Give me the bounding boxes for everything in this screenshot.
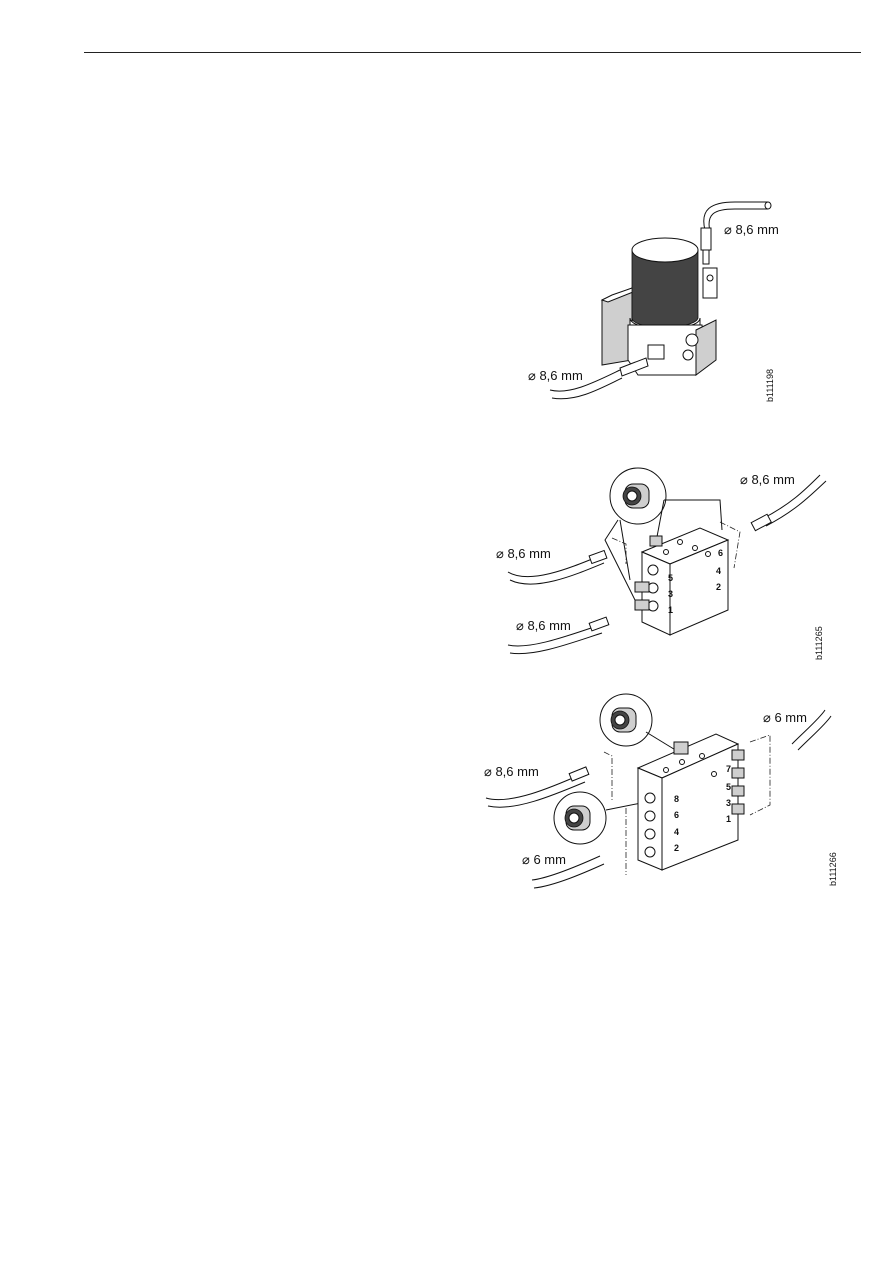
outlet-number: 7 bbox=[726, 764, 731, 774]
diameter-label: ⌀ 6 mm bbox=[763, 710, 807, 725]
diameter-label: ⌀ 8,6 mm bbox=[496, 546, 551, 561]
diameter-label: ⌀ 8,6 mm bbox=[528, 368, 583, 383]
outlet-fitting bbox=[647, 344, 665, 360]
hose-fitting bbox=[700, 227, 712, 251]
outlet-number: 3 bbox=[668, 589, 673, 599]
diameter-label: ⌀ 8,6 mm bbox=[484, 764, 539, 779]
outlet-number: 4 bbox=[674, 827, 679, 837]
outlet-number: 6 bbox=[674, 810, 679, 820]
outlet-number: 2 bbox=[674, 843, 679, 853]
figure-code: b111266 bbox=[828, 852, 838, 886]
diameter-label: ⌀ 8,6 mm bbox=[724, 222, 779, 237]
outlet-number: 1 bbox=[668, 605, 673, 615]
figure-code: b111265 bbox=[814, 626, 824, 660]
header-rule bbox=[84, 52, 861, 53]
hose bbox=[703, 201, 768, 231]
outlet-number: 4 bbox=[716, 566, 721, 576]
hose bbox=[791, 709, 826, 745]
figure-code: b111198 bbox=[765, 369, 775, 402]
outlet-number: 5 bbox=[668, 573, 673, 583]
figure-distributor-6: 6 4 2 5 3 1 ⌀ 8,6 mm ⌀ 8,6 mm ⌀ 8,6 mm b… bbox=[490, 460, 835, 665]
outlet-number: 8 bbox=[674, 794, 679, 804]
outlet-number: 6 bbox=[718, 548, 723, 558]
hose bbox=[531, 855, 601, 881]
diameter-label: ⌀ 8,6 mm bbox=[516, 618, 571, 633]
outlet-number: 5 bbox=[726, 782, 731, 792]
figure-distributor-8: 7 5 3 1 8 6 4 2 ⌀ 6 mm ⌀ 8,6 mm ⌀ 6 mm b… bbox=[470, 690, 845, 895]
outlet-number: 3 bbox=[726, 798, 731, 808]
hose bbox=[549, 369, 621, 392]
outlet-number: 2 bbox=[716, 582, 721, 592]
outlet-number: 1 bbox=[726, 814, 731, 824]
diameter-label: ⌀ 6 mm bbox=[522, 852, 566, 867]
pointer-arrow bbox=[664, 499, 723, 531]
diameter-label: ⌀ 8,6 mm bbox=[740, 472, 795, 487]
figure-pump: ⌀ 8,6 mm ⌀ 8,6 mm b111198 bbox=[520, 190, 790, 415]
